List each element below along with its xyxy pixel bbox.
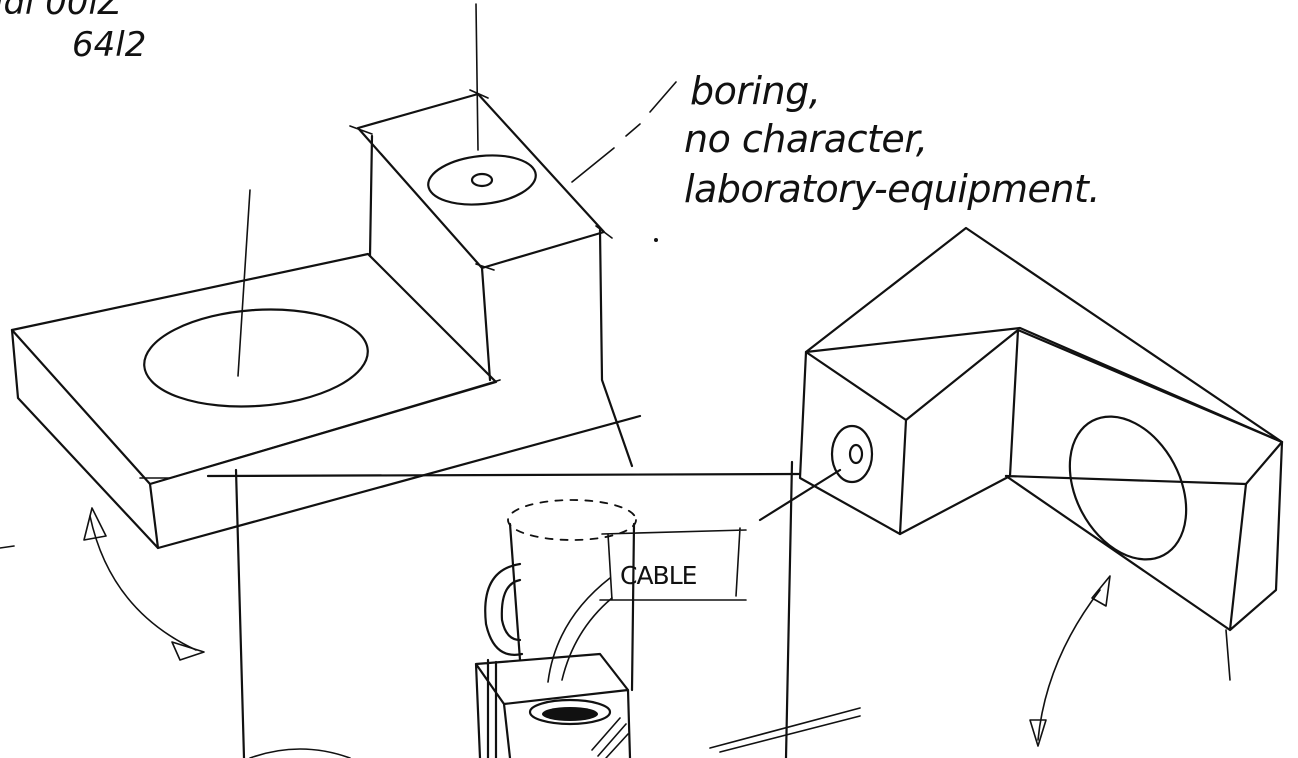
device-hatching: [592, 718, 628, 758]
block-pivot-hole: [472, 174, 492, 186]
right-block-inner-edges: [900, 330, 1282, 534]
mug-cable-lines: [548, 578, 612, 682]
annotation-line-3: laboratory-equipment.: [684, 167, 1100, 211]
corner-note: ldl 00lZ 64l2: [0, 0, 146, 65]
mug-body: [510, 524, 634, 690]
stray-ink-dot: [654, 238, 658, 242]
plate-top-face: [12, 254, 496, 484]
annotation-line-1: boring,: [690, 69, 820, 113]
right-rotation-arrow-curve: [1038, 590, 1100, 740]
vertical-axis-line: [476, 4, 478, 150]
stray-edge-mark: [0, 546, 14, 548]
right-block-hole-inner: [850, 445, 862, 463]
right-block-axis-line: [1226, 630, 1230, 680]
right-rotation-arrow-head-top: [1092, 576, 1110, 606]
plate-front-edge: [12, 330, 158, 548]
frame-right-post: [786, 462, 792, 758]
design-annotation: boring, no character, laboratory-equipme…: [684, 69, 1100, 211]
cable-label: CABLE: [620, 561, 697, 590]
right-block-front: [800, 352, 906, 534]
block-front-edge: [482, 268, 490, 380]
cable-label-box: CABLE: [600, 528, 746, 600]
block-corner-ticks: [350, 90, 612, 270]
plate-bottom-edge: [158, 416, 640, 548]
right-block-oval-opening: [1046, 396, 1209, 579]
annotation-line-2: no character,: [684, 117, 927, 161]
lamp-sketch-right: [800, 228, 1282, 746]
block-left-edge: [370, 136, 372, 256]
plate-oval-opening: [141, 302, 371, 413]
annotation-leader-line: [572, 82, 676, 182]
plate-axis-line: [238, 190, 250, 376]
frame-top-line: [208, 474, 800, 476]
lamp-sketch-left: [12, 90, 640, 660]
block-top-face: [358, 94, 604, 268]
mug-sketch: [476, 500, 636, 758]
rotation-arrow-head-bottom: [172, 642, 204, 660]
corner-note-line-1: ldl 00lZ: [0, 0, 122, 23]
device-top-disc-fill: [542, 707, 598, 721]
block-small-oval: [426, 150, 538, 209]
block-right-edge: [600, 230, 632, 466]
frame-left-post: [236, 470, 244, 758]
right-block-wing: [1006, 442, 1282, 630]
right-block-hole-outer: [832, 426, 872, 482]
corner-note-line-2: 64l2: [72, 25, 146, 65]
right-block-top: [806, 228, 1282, 442]
